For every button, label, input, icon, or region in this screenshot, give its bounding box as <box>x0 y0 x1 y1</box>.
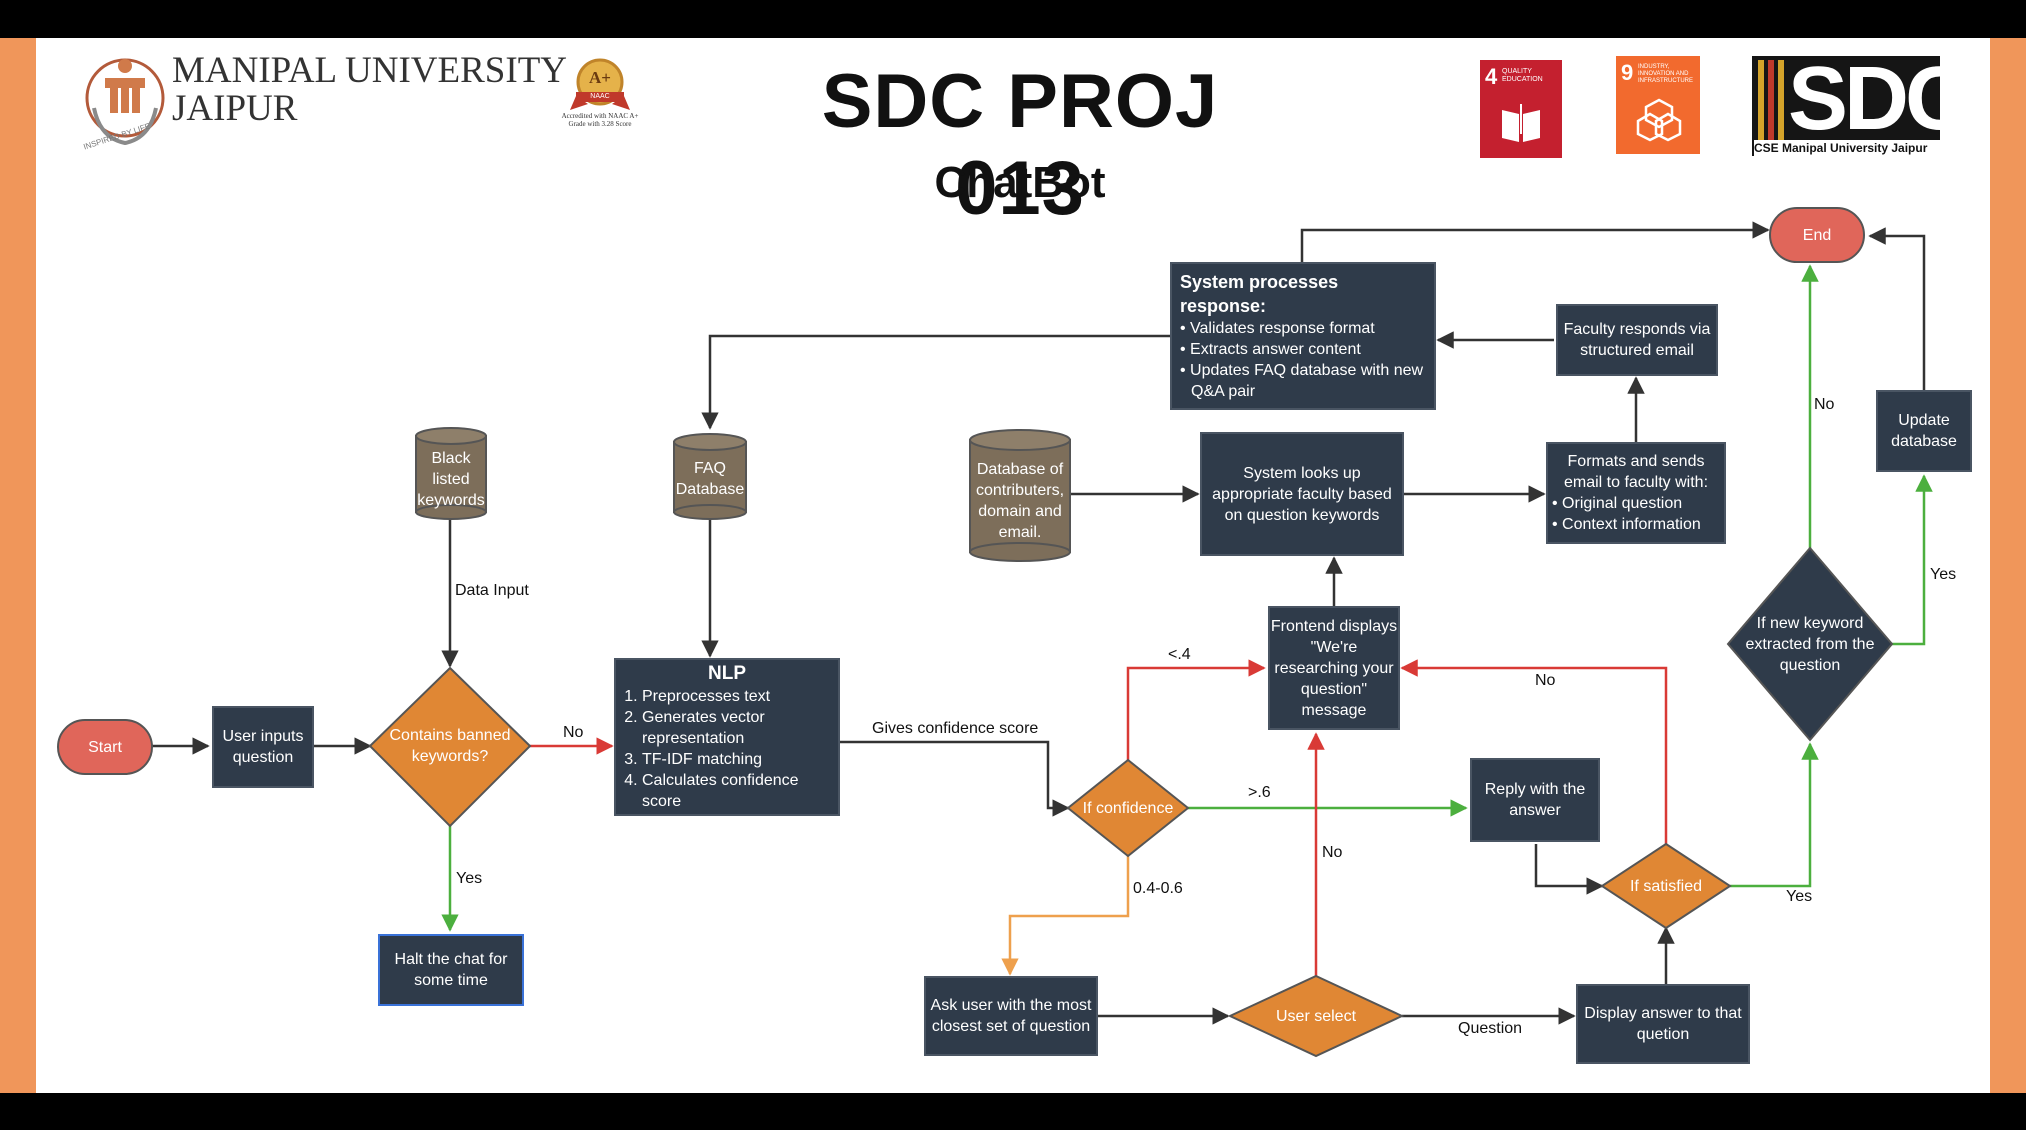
poster-title: SDC PROJ 013 <box>821 59 1219 231</box>
ask-user-node: Ask user with the most closest set of qu… <box>924 976 1098 1056</box>
if-satisfied-label: If satisfied <box>1629 877 1703 895</box>
faq-database-cylinder <box>673 433 747 520</box>
contains-banned-label: Contains banned keywords? <box>389 727 511 765</box>
naac-badge-icon <box>570 58 630 110</box>
arrow-keyword-yes <box>1892 474 1933 646</box>
edge-label-high-confidence: >.6 <box>1248 784 1271 801</box>
nlp-step: TF-IDF matching <box>642 749 832 770</box>
user-inputs-node: User inputs question <box>212 706 314 788</box>
edge-label-data-input: Data Input <box>455 582 529 599</box>
nlp-node: NLP Preprocesses text Generates vector r… <box>614 658 840 816</box>
sdg9-number: 9 <box>1621 60 1634 85</box>
sdc-logo-text: SDC <box>1788 56 1940 149</box>
edge-label-no: No <box>1322 844 1343 861</box>
edge-label-low-confidence: <.4 <box>1168 646 1191 663</box>
university-name-line2: JAIPUR <box>172 88 298 129</box>
book-icon <box>1502 104 1540 142</box>
edge-label-yes: Yes <box>1930 566 1957 583</box>
faq-db-label: FAQ Database <box>675 460 745 498</box>
arrow-nlp-to-confidence <box>840 740 1070 817</box>
user-select-label: User select <box>1275 1007 1357 1025</box>
arrow-satisfied-no <box>1400 659 1668 844</box>
lookup-faculty-node: System looks up appropriate faculty base… <box>1200 432 1404 556</box>
nlp-step: Generates vector representation <box>642 707 832 749</box>
formats-email-node: Formats and sends email to faculty with:… <box>1546 442 1726 544</box>
edge-label-no: No <box>1535 672 1556 689</box>
if-confidence-label: If confidence <box>1082 799 1174 817</box>
system-processes-title: System processes response: <box>1180 272 1339 316</box>
poster-subtitle: ChatBot <box>934 158 1106 207</box>
nlp-title: NLP <box>708 663 746 684</box>
arrow-system-to-end <box>1300 221 1770 262</box>
sdc-caption: CSE Manipal University Jaipur <box>1754 140 1940 156</box>
halt-chat-node: Halt the chat for some time <box>378 934 524 1006</box>
naac-badge-label: NAAC <box>590 93 610 100</box>
formats-items: • Original question • Context informatio… <box>1544 493 1728 535</box>
formats-title: Formats and sends email to faculty with: <box>1563 453 1709 491</box>
system-item: Extracts answer content <box>1190 341 1361 358</box>
start-terminal <box>57 719 153 775</box>
nlp-step: Preprocesses text <box>642 686 832 707</box>
banned-keywords-diamond <box>368 666 532 828</box>
bottom-black-bar <box>0 1093 2026 1130</box>
edge-label-no: No <box>563 724 584 741</box>
edge-label-gives-confidence: Gives confidence score <box>872 720 1039 737</box>
display-answer-node: Display answer to that quetion <box>1576 984 1750 1064</box>
edge-label-yes: Yes <box>456 870 483 887</box>
sdg9-label: INDUSTRY, INNOVATION AND INFRASTRUCTURE <box>1638 64 1693 84</box>
bullet-icon: • <box>1552 495 1563 512</box>
edge-label-no: No <box>1814 396 1835 413</box>
bullet-icon: • <box>1180 320 1191 337</box>
university-name-line1: MANIPAL UNIVERSITY <box>172 50 568 91</box>
sdg9-tile: 9 INDUSTRY, INNOVATION AND INFRASTRUCTUR… <box>1616 56 1700 154</box>
cubes-icon <box>1636 98 1682 142</box>
system-processes-node: System processes response: • Validates r… <box>1170 262 1436 410</box>
update-database-node: Update database <box>1876 390 1972 472</box>
system-processes-items: • Validates response format • Extracts a… <box>1180 318 1426 402</box>
end-label: End <box>1802 226 1832 244</box>
bullet-icon: • <box>1180 341 1191 358</box>
frontend-node: Frontend displays "We're researching you… <box>1268 606 1400 730</box>
edge-label-mid-confidence: 0.4-0.6 <box>1133 880 1183 897</box>
formats-item: Original question <box>1562 495 1683 512</box>
sdg4-number: 4 <box>1485 64 1498 89</box>
edge-label-question: Question <box>1458 1020 1523 1037</box>
top-black-bar <box>0 0 2026 38</box>
new-keyword-diamond <box>1726 546 1894 742</box>
contrib-db-label: Database of contributers, domain and ema… <box>975 461 1065 541</box>
bullet-icon: • <box>1180 362 1191 379</box>
reply-answer-node: Reply with the answer <box>1470 758 1600 842</box>
university-name: MANIPAL UNIVERSITY JAIPUR <box>172 52 567 128</box>
arrow-confidence-low <box>1126 659 1266 760</box>
university-seal-icon <box>85 58 165 146</box>
user-select-diamond <box>1227 974 1405 1058</box>
satisfied-diamond <box>1600 842 1732 930</box>
arrow-update-to-end <box>1868 227 1926 390</box>
system-item: Updates FAQ database with new Q&A pair <box>1190 362 1424 400</box>
arrow-reply-to-satisfied <box>1534 844 1604 895</box>
contributors-database-cylinder <box>969 429 1071 562</box>
edge-label-yes: Yes <box>1786 888 1813 905</box>
nlp-steps: Preprocesses text Generates vector repre… <box>622 686 832 812</box>
naac-grade: A+ <box>589 68 611 87</box>
arrow-satisfied-yes <box>1730 742 1819 888</box>
end-terminal <box>1769 207 1865 263</box>
bullet-icon: • <box>1552 516 1563 533</box>
confidence-diamond <box>1066 758 1190 858</box>
sdc-logo: SDC CSE Manipal University Jaipur <box>1752 56 1940 156</box>
arrow-system-to-faq <box>701 334 1170 430</box>
nlp-step: Calculates confidence score <box>642 770 832 812</box>
new-keyword-label: If new keyword extracted from the questi… <box>1745 614 1875 674</box>
faculty-responds-node: Faculty responds via structured email <box>1556 304 1718 376</box>
sdg4-tile: 4 QUALITY EDUCATION <box>1480 60 1562 158</box>
blacklist-db-label: Black listed keywords <box>417 449 485 509</box>
blacklist-database-cylinder <box>415 427 487 520</box>
start-label: Start <box>88 738 122 756</box>
formats-item: Context information <box>1562 516 1701 533</box>
arrow-confidence-mid <box>1001 856 1130 976</box>
system-item: Validates response format <box>1190 320 1375 337</box>
naac-accreditation-text: Accredited with NAAC A+ Grade with 3.28 … <box>561 112 639 128</box>
sdg4-label: QUALITY EDUCATION <box>1502 68 1543 83</box>
